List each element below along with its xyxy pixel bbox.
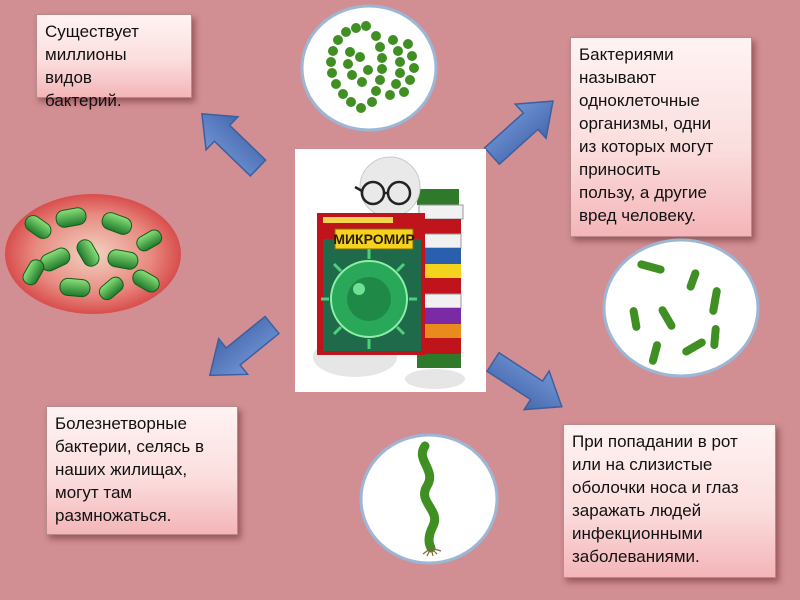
books-stack: [413, 189, 464, 368]
note-line: бактерий.: [45, 91, 122, 110]
note-line: приносить: [579, 160, 661, 179]
note-pathogenic-bacteria: Болезнетворные бактерии, селясь в наших …: [46, 406, 238, 535]
note-line: могут там: [55, 483, 133, 502]
arrow-down-right-icon: [485, 351, 563, 411]
cocci-cluster-icon: [300, 4, 438, 132]
note-millions-of-species: Существует миллионы видов бактерий.: [36, 14, 192, 110]
note-line: бактерии, селясь в: [55, 437, 204, 456]
note-line: миллионы: [45, 45, 127, 64]
arrow-up-left-icon: [201, 112, 267, 177]
note-bacteria-definition: Бактериями называют одноклеточные органи…: [570, 37, 752, 237]
note-line: инфекционными: [572, 524, 703, 543]
note-line: или на слизистые: [572, 455, 713, 474]
glasses-icon: [354, 180, 412, 206]
note-line: размножаться.: [55, 506, 172, 525]
note-line: организмы, одни: [579, 114, 712, 133]
note-line: называют: [579, 68, 657, 87]
note-line: одноклеточные: [579, 91, 700, 110]
figure-graphic: МИКРОМИР: [313, 156, 465, 389]
rod-bacteria-icon: [602, 238, 760, 378]
note-line: видов: [45, 68, 92, 87]
note-line: Существует: [45, 22, 139, 41]
note-line: Бактериями: [579, 45, 674, 64]
arrow-down-left-icon: [208, 315, 280, 377]
note-infection-routes: При попадании в рот или на слизистые обо…: [563, 424, 776, 578]
note-line: вред человеку.: [579, 206, 696, 225]
arrow-up-right-icon: [483, 100, 554, 166]
note-line: пользу, а другие: [579, 183, 707, 202]
reading-figure-illustration: МИКРОМИР: [295, 149, 486, 392]
note-line: заболеваниями.: [572, 547, 700, 566]
book-title-banner: [334, 228, 414, 250]
note-line: оболочки носа и глаз: [572, 478, 739, 497]
book-title: МИКРОМИР: [333, 231, 414, 247]
note-line: наших жилищах,: [55, 460, 188, 479]
spirillum-icon: [359, 433, 499, 565]
virus-icon: [321, 249, 417, 349]
note-line: заражать людей: [572, 501, 702, 520]
note-line: Болезнетворные: [55, 414, 187, 433]
note-line: При попадании в рот: [572, 432, 738, 451]
bacteria-photo: [5, 194, 181, 314]
note-line: из которых могут: [579, 137, 714, 156]
